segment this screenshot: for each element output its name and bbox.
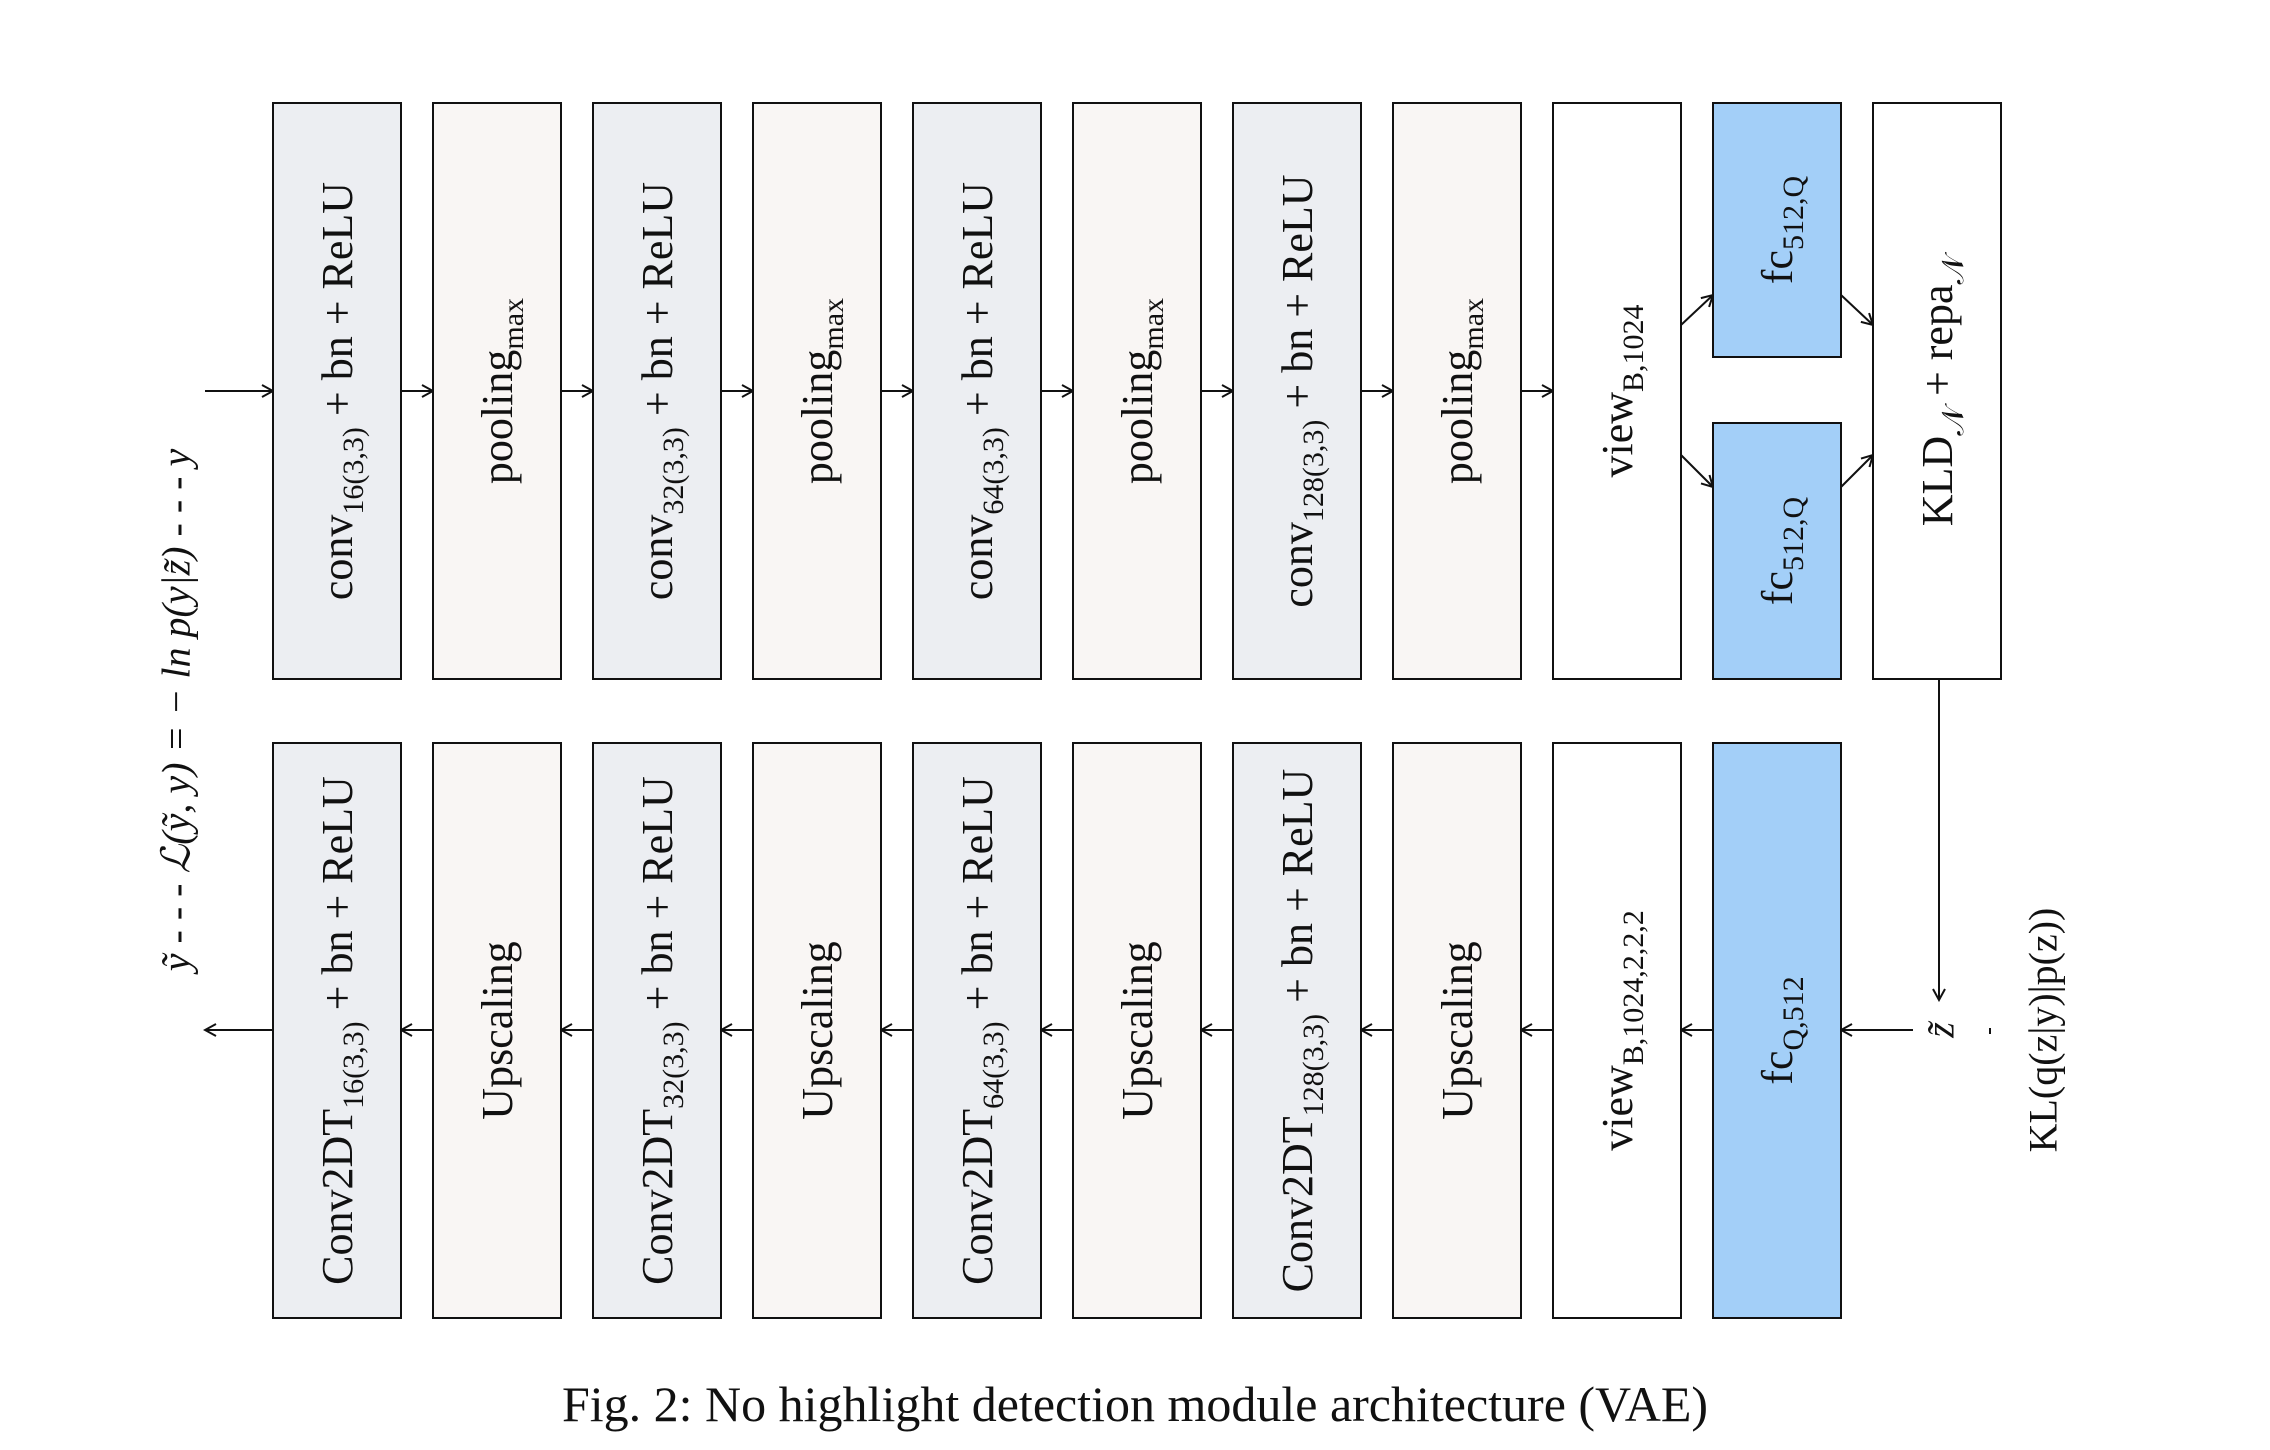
kl-divergence-label: KL(q(z|y)|p(z)) [2021,908,2066,1153]
figure-caption: Fig. 2: No highlight detection module ar… [561,1376,1709,1432]
decoder-block-5 [912,742,1042,1319]
side-labels: ỹ - - - ℒ(ỹ, y) = − ln p(y|z̃) - - - y z̃… [154,449,2066,1153]
encoder-block-9 [1552,102,1682,680]
decoder-block-label-4: Upscaling [793,941,842,1119]
kld-repa-label: KLD𝒩 + repa𝒩 [1913,252,1971,527]
decoder-block-label-10: fcQ,512 [1753,976,1811,1084]
decoder-block-label-9: viewB,1024,2,2,2 [1593,910,1651,1151]
decoder-block-7 [1232,742,1362,1319]
encoder-block-4 [752,102,882,680]
decoder-block-label-6: Upscaling [1113,941,1162,1119]
decoder-block-label-1: Conv2DT16(3,3) + bn + ReLU [313,776,371,1285]
fc-bottom-to-kld-arrow [1840,455,1873,488]
decoder-block-3 [592,742,722,1319]
encoder-fc-label-2: fc512,Q [1753,496,1811,605]
view-to-fc-bottom-arrow [1680,454,1713,487]
decoder-block-9 [1552,742,1682,1319]
encoder-block-label-3: conv32(3,3) + bn + ReLU [633,182,691,600]
decoder-block-1 [272,742,402,1319]
encoder-block-2 [432,102,562,680]
encoder-fc-1 [1712,102,1842,358]
encoder-block-1 [272,102,402,680]
kld-to-latent-arrow [1937,678,1939,1000]
loss-equation-label: ỹ - - - ℒ(ỹ, y) = − ln p(y|z̃) - - - y [154,449,199,976]
encoder-block-label-4: poolingmax [793,298,851,484]
encoder-block-label-6: poolingmax [1113,298,1171,484]
encoder-block-3 [592,102,722,680]
latent-z-label: z̃ [1918,1021,1963,1039]
encoder-block-label-1: conv16(3,3) + bn + ReLU [313,182,371,600]
decoder-block-6 [1072,742,1202,1319]
decoder-block-10 [1712,742,1842,1319]
encoder-block-6 [1072,102,1202,680]
decoder-block-label-2: Upscaling [473,941,522,1119]
decoder-block-4 [752,742,882,1319]
vae-architecture-diagram: conv16(3,3) + bn + ReLU poolingmax conv32(… [154,102,2066,1319]
kld-repa-block [1872,102,2002,680]
encoder-fc-label-1: fc512,Q [1753,175,1811,284]
encoder-fc-2 [1712,422,1842,680]
encoder-block-label-7: conv128(3,3) + bn + ReLU [1273,174,1331,607]
encoder-block-8 [1392,102,1522,680]
encoder-row: conv16(3,3) + bn + ReLU poolingmax conv32(… [272,102,2002,680]
encoder-block-label-5: conv64(3,3) + bn + ReLU [953,182,1011,600]
encoder-block-label-2: poolingmax [473,298,531,484]
decoder-block-label-7: Conv2DT128(3,3) + bn + ReLU [1273,769,1331,1293]
fc-top-to-kld-arrow [1840,294,1873,325]
decoder-row: Conv2DT16(3,3) + bn + ReLU Upscaling Conv2… [272,742,1842,1319]
encoder-block-label-8: poolingmax [1433,298,1491,484]
encoder-block-label-9: viewB,1024 [1593,304,1651,477]
decoder-block-label-5: Conv2DT64(3,3) + bn + ReLU [953,776,1011,1285]
view-to-fc-top-arrow [1680,295,1713,326]
decoder-block-2 [432,742,562,1319]
decoder-block-8 [1392,742,1522,1319]
encoder-block-5 [912,102,1042,680]
decoder-block-label-8: Upscaling [1433,941,1482,1119]
encoder-block-7 [1232,102,1362,680]
decoder-block-label-3: Conv2DT32(3,3) + bn + ReLU [633,776,691,1285]
